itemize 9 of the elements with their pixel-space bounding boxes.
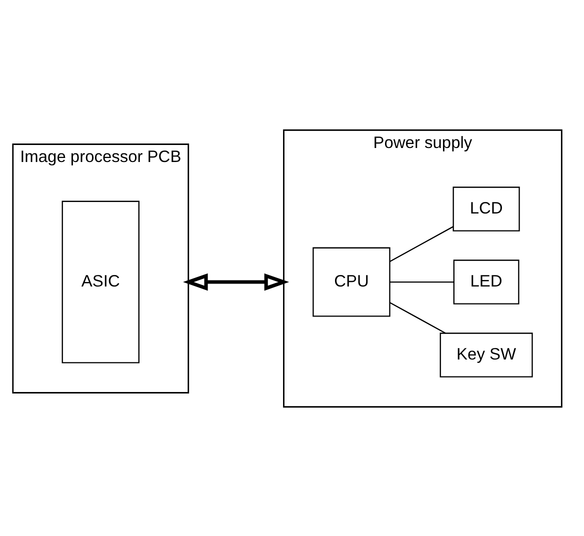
arrow [183,272,290,290]
node-box: LED [453,259,520,304]
connector [390,280,454,282]
node-box: LCD [452,186,520,231]
connector [390,302,446,334]
node-box: CPU [312,246,390,316]
connector [390,226,454,262]
node-box: Key SW [440,332,533,377]
node-box: ASIC [62,200,140,363]
